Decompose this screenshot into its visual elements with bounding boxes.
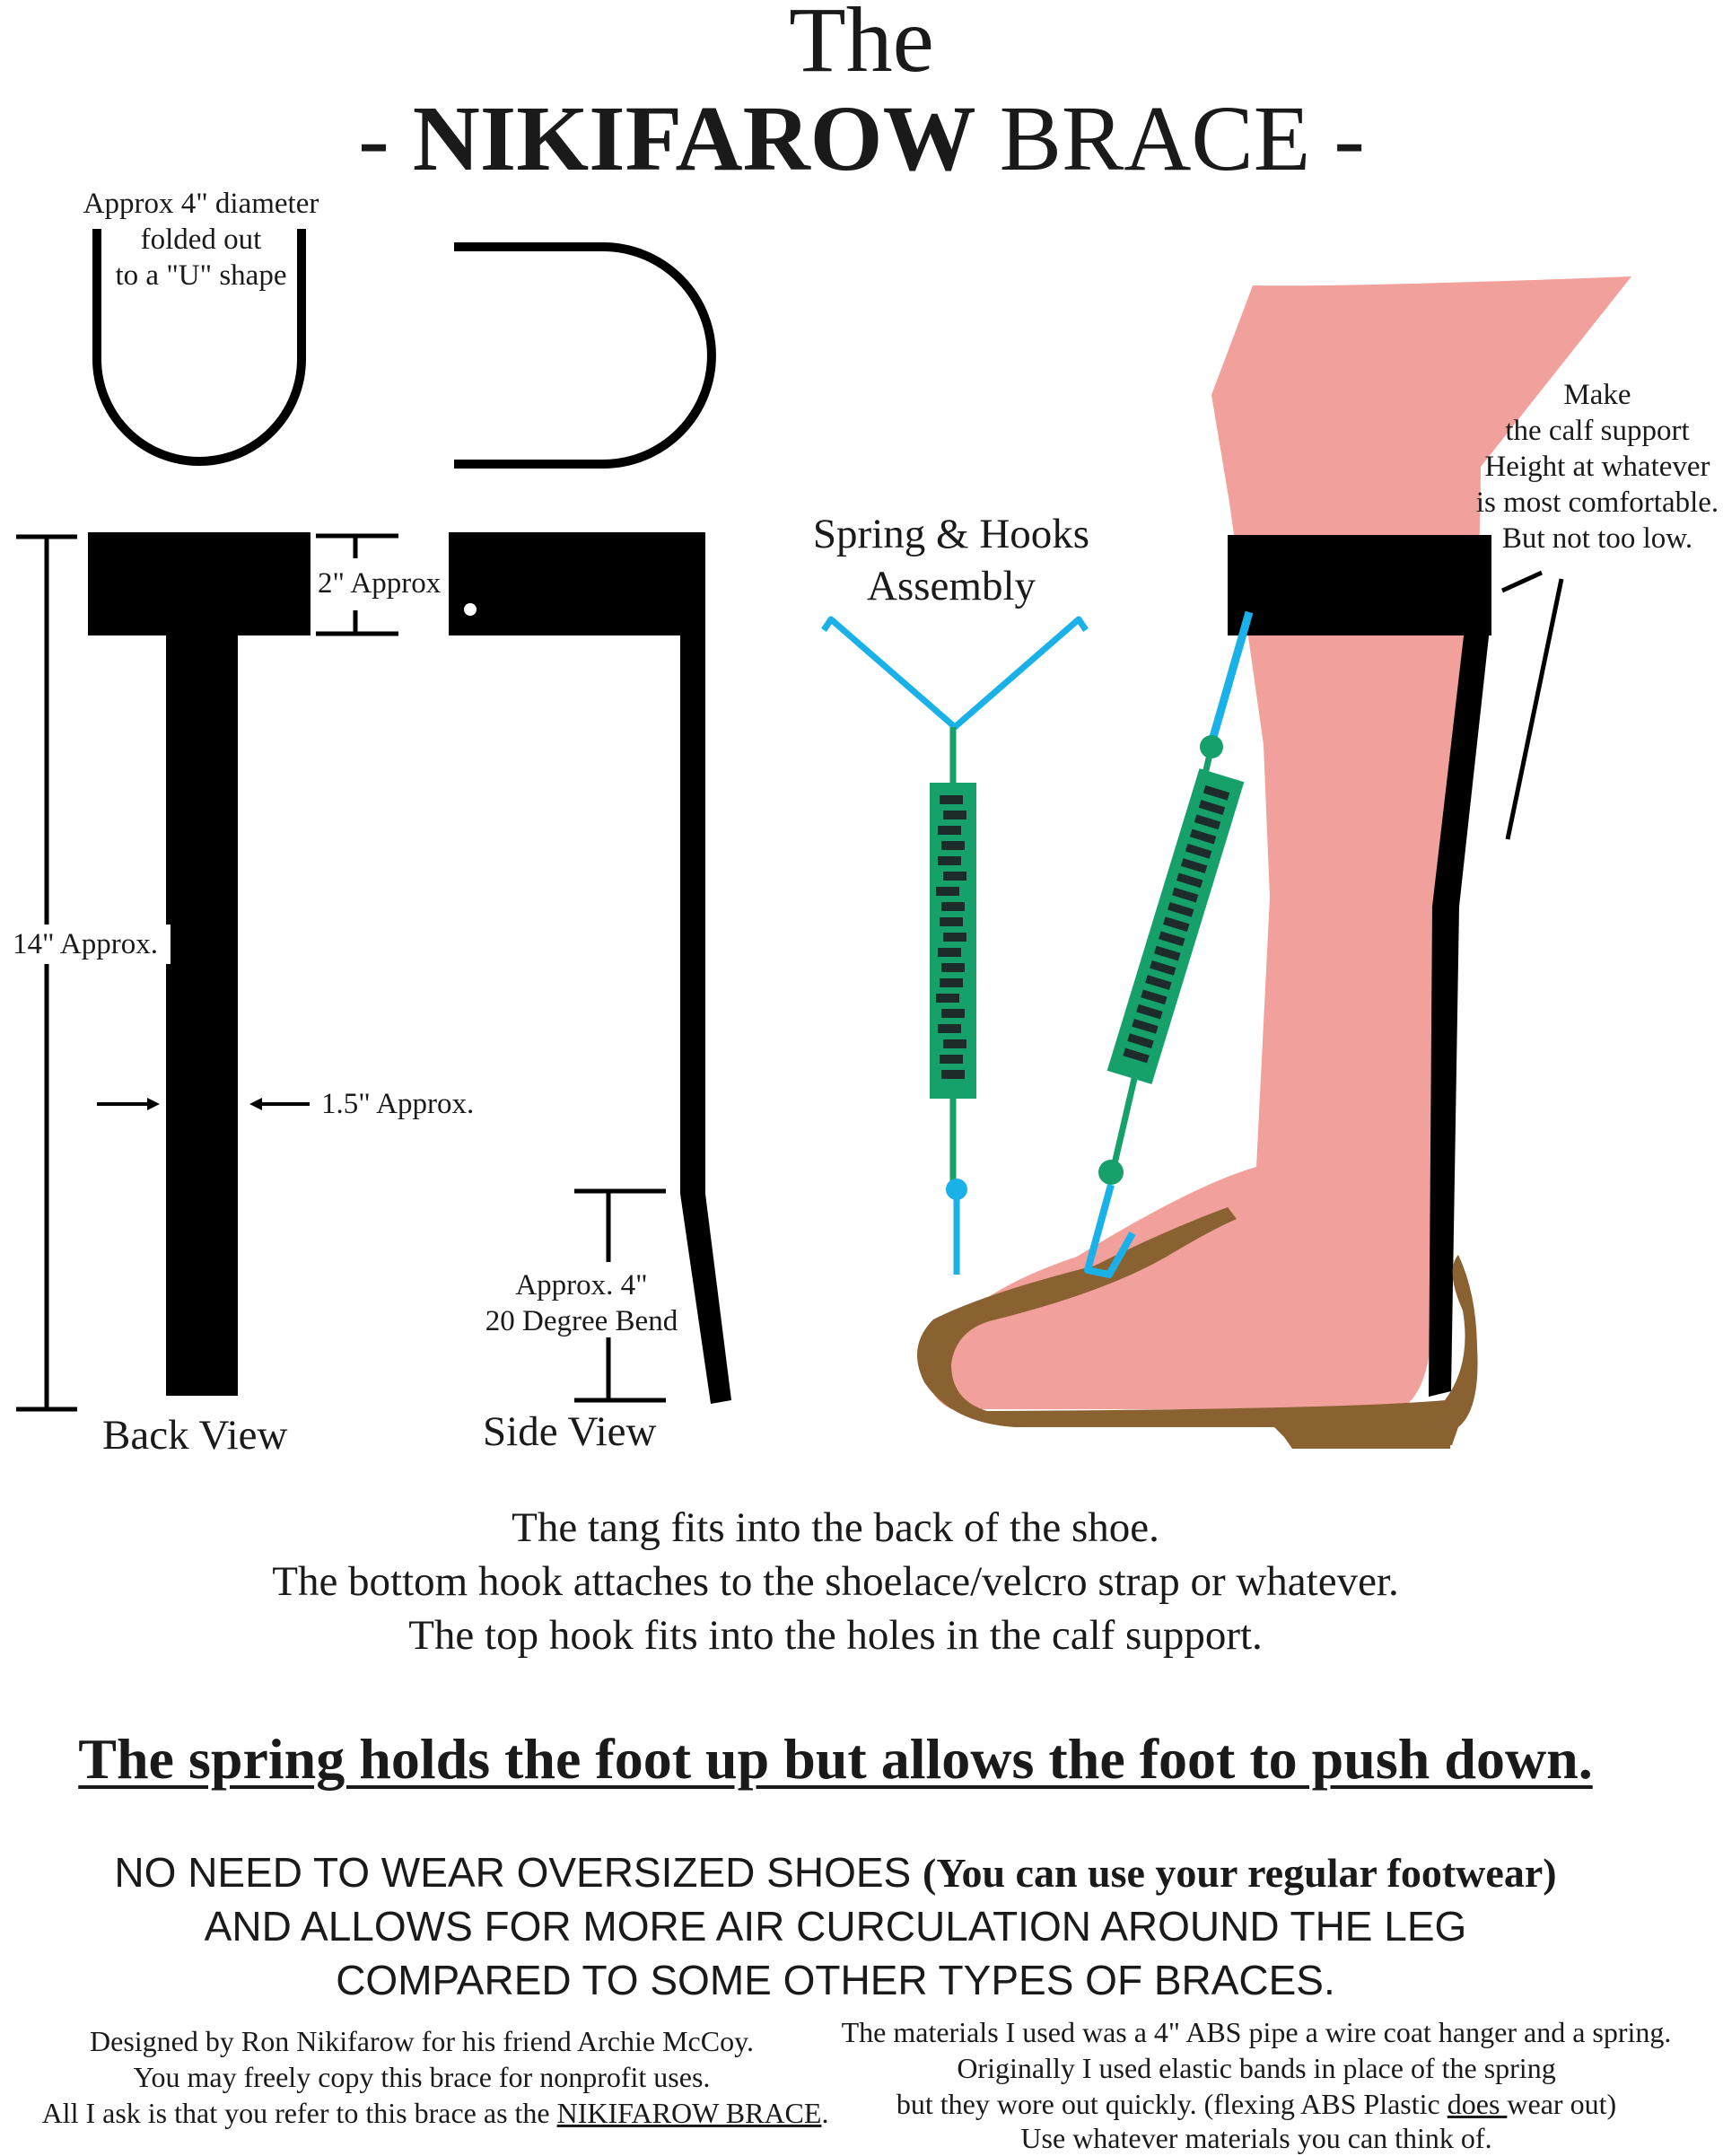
title-the: The [789,0,934,92]
title-name: NIKIFAROW [412,87,976,190]
spring-coils-standalone [936,795,966,1079]
credits-line-3-post: . [821,2097,829,2129]
materials-line-4: Use whatever materials you can think of. [1020,2122,1492,2154]
calf-note-line4: is most comfortable. [1475,486,1719,519]
spring-assembly-label-line2: Assembly [867,563,1036,609]
brace-name-underlined: NIKIFAROW BRACE [556,2097,822,2129]
materials-line-2: Originally I used elastic bands in place… [957,2052,1556,2084]
benefit-line-1-caps: NO NEED TO WEAR OVERSIZED SHOES [114,1849,923,1896]
instruction-line-3: The top hook fits into the holes in the … [408,1612,1263,1659]
instruction-line-2: The bottom hook attaches to the shoelace… [272,1558,1399,1605]
spring-leg [1106,768,1245,1084]
shoe [917,1207,1478,1445]
back-view-tang [166,628,238,1396]
side-view-caption: Side View [483,1408,657,1455]
side-view-top-band [449,532,705,635]
u-shape-back [92,229,306,466]
title-prefix: - [358,87,413,190]
back-view-top-band [88,532,310,635]
bend-label-line1: Approx. 4" [515,1269,648,1301]
benefit-line-3: COMPARED TO SOME OTHER TYPES OF BRACES. [336,1957,1335,2003]
u-shape-label-line3: to a "U" shape [115,259,287,292]
calf-note-line3: Height at whatever [1484,451,1710,483]
u-shape-label-line2: folded out [140,223,262,256]
credits-line-1: Designed by Ron Nikifarow for his friend… [90,2025,754,2057]
u-shape-label-line1: Approx 4" diameter [83,188,319,220]
spring-assembly-label-line1: Spring & Hooks [812,511,1090,557]
top-hook-standalone [821,616,1089,731]
materials-line-3-post: wear out) [1507,2088,1617,2120]
materials-line-3: but they wore out quickly. (flexing ABS … [799,2086,1714,2122]
credits-line-3-pre: All I ask is that you refer to this brac… [41,2097,557,2129]
two-inch-label: 2" Approx [318,567,442,600]
fourteen-inch-label: 14" Approx. [13,928,158,960]
u-shape-side [454,242,716,469]
materials-line-3-underlined: does [1447,2088,1508,2120]
credits-line-3: All I ask is that you refer to this brac… [9,2095,862,2131]
emphasis-note: The spring holds the foot up but allows … [78,1727,1593,1791]
side-view-bend [680,1194,731,1404]
back-view-caption: Back View [102,1412,288,1459]
top-hook-leg [1207,610,1254,745]
width-label: 1.5" Approx. [321,1088,475,1120]
materials-line-1: The materials I used was a 4" ABS pipe a… [841,2016,1672,2048]
side-view-upright [680,628,705,1194]
calf-note-line2: the calf support [1505,415,1690,447]
page-title: - NIKIFAROW BRACE - [0,90,1723,188]
title-suffix: BRACE - [975,87,1365,190]
bend-label-line2: 20 Degree Bend [485,1305,678,1337]
credits-line-2: You may freely copy this brace for nonpr… [133,2061,711,2093]
calf-note-line5: But not too low. [1501,522,1693,555]
benefit-line-1-bold: (You can use your regular footwear) [923,1850,1557,1896]
instruction-line-1: The tang fits into the back of the shoe. [512,1504,1159,1551]
calf-note-line1: Make [1563,379,1631,411]
calf-support-band [1228,535,1491,635]
benefit-line-2: AND ALLOWS FOR MORE AIR CURCULATION AROU… [204,1903,1467,1950]
materials-line-3-pre: but they wore out quickly. (flexing ABS … [896,2088,1447,2120]
bottom-hook-leg [1084,1183,1136,1278]
leg-brace-upright [1429,535,1491,1397]
benefit-line-1: NO NEED TO WEAR OVERSIZED SHOES (You can… [0,1845,1671,1900]
brace-diagram [16,229,1631,1449]
